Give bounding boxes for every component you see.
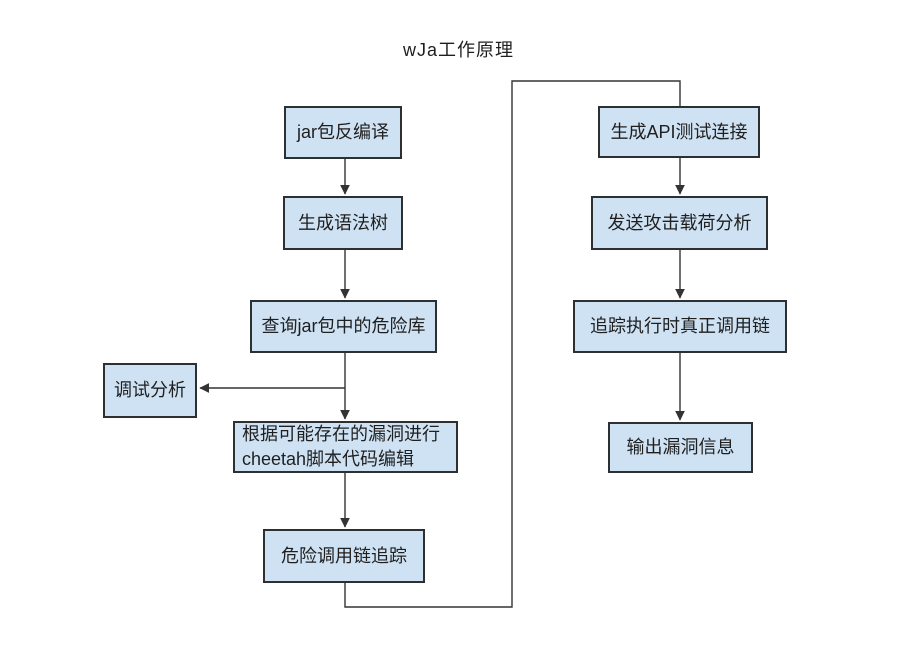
flowchart-node-query-dangerous-libs: 查询jar包中的危险库 [250, 300, 437, 353]
flowchart-node-output-vuln-info: 输出漏洞信息 [608, 422, 753, 473]
node-label: 追踪执行时真正调用链 [590, 316, 770, 336]
flowchart-node-generate-api-test-link: 生成API测试连接 [598, 106, 760, 158]
flowchart-node-cheetah-script-edit: 根据可能存在的漏洞进行cheetah脚本代码编辑 [233, 421, 458, 473]
flowchart-node-debug-analysis: 调试分析 [103, 363, 197, 418]
flowchart-node-generate-syntax-tree: 生成语法树 [283, 196, 403, 250]
node-label: jar包反编译 [296, 122, 389, 142]
node-label: 发送攻击载荷分析 [607, 212, 752, 233]
node-label: 查询jar包中的危险库 [261, 316, 426, 336]
node-label: 生成语法树 [298, 212, 388, 233]
flowchart-node-trace-real-callchain: 追踪执行时真正调用链 [573, 300, 787, 353]
node-label: 危险调用链追踪 [281, 545, 407, 566]
node-label: 生成API测试连接 [610, 121, 748, 142]
edge-callchain-trace-to-api-test-link [344, 80, 681, 608]
node-label: 输出漏洞信息 [626, 437, 735, 457]
node-label: 根据可能存在的漏洞进行cheetah脚本代码编辑 [242, 424, 440, 469]
flowchart-node-jar-decompile: jar包反编译 [284, 106, 402, 159]
flowchart-node-dangerous-callchain-trace: 危险调用链追踪 [263, 529, 425, 583]
node-label: 调试分析 [114, 380, 186, 400]
flowchart-node-send-payload-analysis: 发送攻击载荷分析 [591, 196, 768, 250]
diagram-title: wJa工作原理 [402, 40, 514, 60]
